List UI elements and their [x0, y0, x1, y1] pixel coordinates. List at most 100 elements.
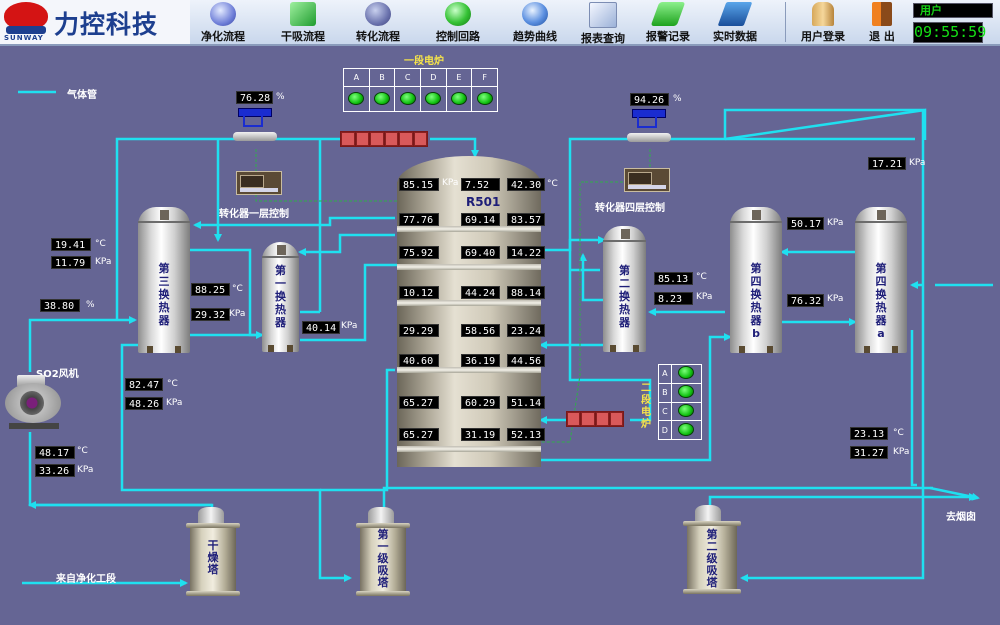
converter-band: [397, 226, 541, 232]
tower-top: [198, 507, 224, 523]
fan-outlet-pressure: 33.26: [35, 464, 75, 477]
second-absorption-tower[interactable]: 第二级吸塔: [683, 505, 741, 605]
unit-kpa: KPa: [341, 321, 358, 331]
nav-trend-curve[interactable]: 趋势曲线: [505, 0, 565, 44]
converter-reading: 23.24: [507, 324, 545, 337]
user-login-icon: [812, 2, 834, 26]
nav-conversion-flow[interactable]: 转化流程: [350, 0, 406, 44]
converter-reading: 83.57: [507, 213, 545, 226]
hx1-pressure: 40.14: [302, 321, 340, 334]
nav-control-loop[interactable]: 控制回路: [430, 0, 486, 44]
hx2-pressure: 8.23: [654, 292, 693, 305]
vessel-leg: [892, 346, 898, 353]
current-user-display: 用户: [913, 3, 993, 18]
furnace1-channel-label: C: [394, 68, 421, 87]
vessel-cap: [603, 240, 646, 242]
to-chimney-label: 去烟囱: [946, 512, 976, 523]
heat-exchanger-4b[interactable]: 第四换热器b: [730, 207, 782, 353]
converter-reading: 52.13: [507, 428, 545, 441]
furnace1-channel-label: D: [419, 68, 447, 87]
controller2-panel-icon[interactable]: [624, 168, 670, 192]
heat-exchanger-3[interactable]: 第三换热器: [138, 207, 190, 353]
nav-realtime-data[interactable]: 实时数据: [707, 0, 763, 44]
furnace1-title: 一段电炉: [404, 56, 444, 67]
furnace1-channel-label: F: [471, 68, 498, 87]
nav-label: 报警记录: [646, 30, 690, 43]
furnace2-heater[interactable]: [566, 411, 624, 427]
nav-user-login[interactable]: 用户登录: [795, 0, 851, 44]
nav-label: 用户登录: [801, 30, 845, 43]
converter-reading: 40.60: [399, 354, 439, 367]
unit-kpa: KPa: [827, 294, 844, 304]
line-left-pressure: 48.26: [125, 397, 163, 410]
converter-band: [397, 264, 541, 270]
unit-celsius: °C: [95, 239, 106, 249]
hx4b-top-pressure: 50.17: [787, 217, 824, 230]
converter-reading: 85.15: [399, 178, 439, 191]
nav-label: 退 出: [869, 30, 895, 43]
valve-actuator-icon: [238, 108, 272, 117]
converter-band: [397, 300, 541, 306]
second-absorption-tower-label: 第二级吸塔: [706, 528, 718, 589]
converter-reading: 29.29: [399, 324, 439, 337]
nav-report-query[interactable]: 报表查询: [573, 0, 633, 45]
hx2-label: 第二换热器: [619, 264, 630, 329]
line-right-pressure: 31.27: [850, 446, 888, 459]
valve-yoke-icon: [637, 116, 657, 128]
nav-alarm-record[interactable]: 报警记录: [640, 0, 696, 44]
hx3-label: 第三换热器: [158, 262, 170, 327]
unit-kpa: KPa: [229, 309, 246, 319]
unit-kpa: KPa: [77, 465, 94, 475]
vessel-leg: [767, 346, 773, 353]
unit-celsius: °C: [696, 272, 707, 282]
first-absorption-tower[interactable]: 第一级吸塔: [356, 507, 410, 605]
unit-kpa: KPa: [95, 257, 112, 267]
furnace1-channel-label: E: [445, 68, 473, 87]
vessel-nozzle-icon: [620, 229, 630, 239]
nav-purify-flow[interactable]: 净化流程: [195, 0, 251, 44]
controller1-label: 转化器一层控制: [219, 209, 289, 220]
fan-base-icon: [9, 423, 59, 429]
converter-band: [397, 367, 541, 373]
nav-label: 转化流程: [356, 30, 400, 43]
valve-body-icon: [627, 133, 671, 142]
status-lamp-icon: [678, 366, 695, 380]
unit-celsius: °C: [232, 284, 243, 294]
converter-reading: 69.40: [461, 246, 500, 259]
converter-reading: 31.19: [461, 428, 500, 441]
heat-exchanger-1[interactable]: 第一换热器: [262, 242, 299, 352]
hx3-inlet-pressure: 11.79: [51, 256, 91, 269]
heat-exchanger-4a[interactable]: 第四换热器a: [855, 207, 907, 353]
control-loop-icon: [445, 2, 471, 26]
converter-reading: 88.14: [507, 286, 545, 299]
unit-kpa: KPa: [827, 218, 844, 228]
fan-impeller-icon: [20, 391, 44, 415]
drying-tower[interactable]: 干燥塔: [186, 507, 240, 605]
converter-reading: 65.27: [399, 428, 439, 441]
heat-exchanger-2[interactable]: 第二换热器: [603, 226, 646, 352]
legend-label: 气体管: [67, 90, 97, 101]
fan-opening-value: 38.80: [40, 299, 80, 312]
status-lamp-icon: [678, 403, 695, 417]
vessel-nozzle-icon: [752, 210, 761, 220]
unit-celsius: °C: [167, 379, 178, 389]
converter-band: [397, 446, 541, 452]
controller1-panel-icon[interactable]: [236, 171, 282, 195]
so2-fan[interactable]: [5, 375, 63, 433]
fan-outlet-temp: 48.17: [35, 446, 75, 459]
company-logo: SUNWAY 力控科技: [0, 0, 190, 44]
nav-exit[interactable]: 退 出: [860, 0, 904, 44]
furnace1-heater[interactable]: [340, 131, 428, 147]
toolbar-separator: [785, 2, 786, 42]
nav-dry-absorb-flow[interactable]: 干吸流程: [275, 0, 331, 44]
tower-body: [190, 528, 236, 591]
tower-flange: [356, 523, 410, 528]
valve1-opening-value: 76.28: [236, 91, 273, 104]
status-lamp-icon: [399, 91, 416, 105]
tower-flange: [683, 521, 741, 526]
converter-reading: 42.30: [507, 178, 545, 191]
line-left-temp: 82.47: [125, 378, 163, 391]
converter-reading: 65.27: [399, 396, 439, 409]
dry-absorb-flow-icon: [290, 2, 316, 26]
